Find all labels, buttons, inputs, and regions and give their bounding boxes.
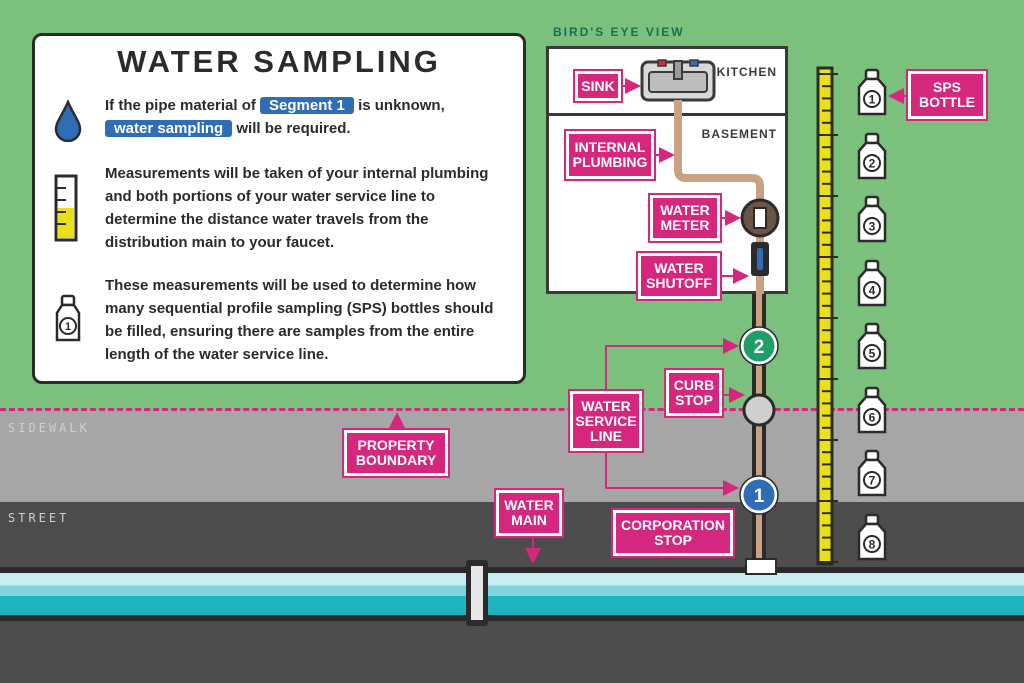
curb-stop-icon (742, 393, 776, 427)
property-boundary-label: PROPERTY BOUNDARY (344, 430, 448, 476)
water-shutoff-icon (751, 242, 769, 276)
water-main-label: WATER MAIN (496, 490, 562, 536)
page-title: WATER SAMPLING (117, 44, 441, 79)
water-drop-icon (54, 100, 82, 142)
svg-text:1: 1 (65, 321, 71, 333)
bottle-icon: 1 (55, 294, 81, 342)
sps-bottle-number: 8 (869, 537, 876, 551)
birds-eye-label: BIRD'S EYE VIEW (553, 25, 685, 39)
sps-bottle-number: 1 (869, 93, 876, 107)
sps-bottle-number: 2 (869, 156, 876, 170)
sidewalk-lane (0, 410, 1024, 502)
water-main-inner (0, 573, 1024, 615)
measuring-ruler (816, 66, 838, 566)
sps-bottle-4: 4 (855, 259, 889, 314)
basement-label: BASEMENT (701, 127, 777, 141)
sps-bottle-5: 5 (855, 322, 889, 377)
kitchen-label: KITCHEN (716, 65, 777, 79)
water-shutoff-label: WATER SHUTOFF (638, 253, 720, 299)
sidewalk-label: SIDEWALK (8, 421, 90, 435)
segment-2-marker: 2 (739, 326, 779, 366)
sps-bottle-number: 5 (869, 347, 876, 361)
segment-1-number: 1 (754, 486, 765, 507)
segment-1-marker: 1 (739, 475, 779, 515)
sps-bottle-7: 7 (855, 449, 889, 504)
internal-plumbing-pipe (674, 100, 764, 568)
curb-stop-label: CURB STOP (666, 370, 722, 416)
info-card: WATER SAMPLING If the pipe material of S… (32, 33, 526, 384)
service-line-inner (756, 294, 762, 562)
property-boundary-line (0, 408, 1024, 411)
segment-2-number: 2 (754, 337, 765, 358)
sps-bottle-3: 3 (855, 195, 889, 250)
sink-icon (640, 59, 716, 102)
info-para-1: If the pipe material of Segment 1 is unk… (105, 97, 445, 137)
sps-bottle-number: 3 (869, 220, 876, 234)
corporation-stop-icon (745, 558, 777, 575)
main-coupling-inner (471, 566, 483, 620)
internal-plumbing-label: INTERNAL PLUMBING (566, 131, 654, 179)
floor-divider (549, 113, 785, 116)
water-sampling-tag: water sampling (105, 120, 233, 137)
sps-bottle-8: 8 (855, 513, 889, 568)
sps-bottle-number: 4 (869, 283, 876, 297)
sps-bottle-number: 7 (869, 474, 876, 488)
sps-bottle-6: 6 (855, 386, 889, 441)
info-para-3: These measurements will be used to deter… (105, 277, 494, 363)
segment-1-tag: Segment 1 (260, 97, 354, 114)
water-meter-label: WATER METER (650, 195, 720, 241)
sps-bottle-2: 2 (855, 132, 889, 187)
sink-label: SINK (575, 71, 621, 101)
water-service-line-label: WATER SERVICE LINE (570, 391, 642, 451)
sps-bottle-label: SPS BOTTLE (908, 71, 986, 119)
corporation-stop-label: CORPORATION STOP (613, 510, 733, 556)
water-meter-icon (740, 198, 780, 238)
ruler-icon (54, 174, 78, 242)
info-para-2: Measurements will be taken of your inter… (105, 165, 489, 251)
sps-bottle-number: 6 (869, 410, 876, 424)
sps-bottle-1: 1 (855, 68, 889, 123)
street-label: STREET (8, 511, 70, 525)
